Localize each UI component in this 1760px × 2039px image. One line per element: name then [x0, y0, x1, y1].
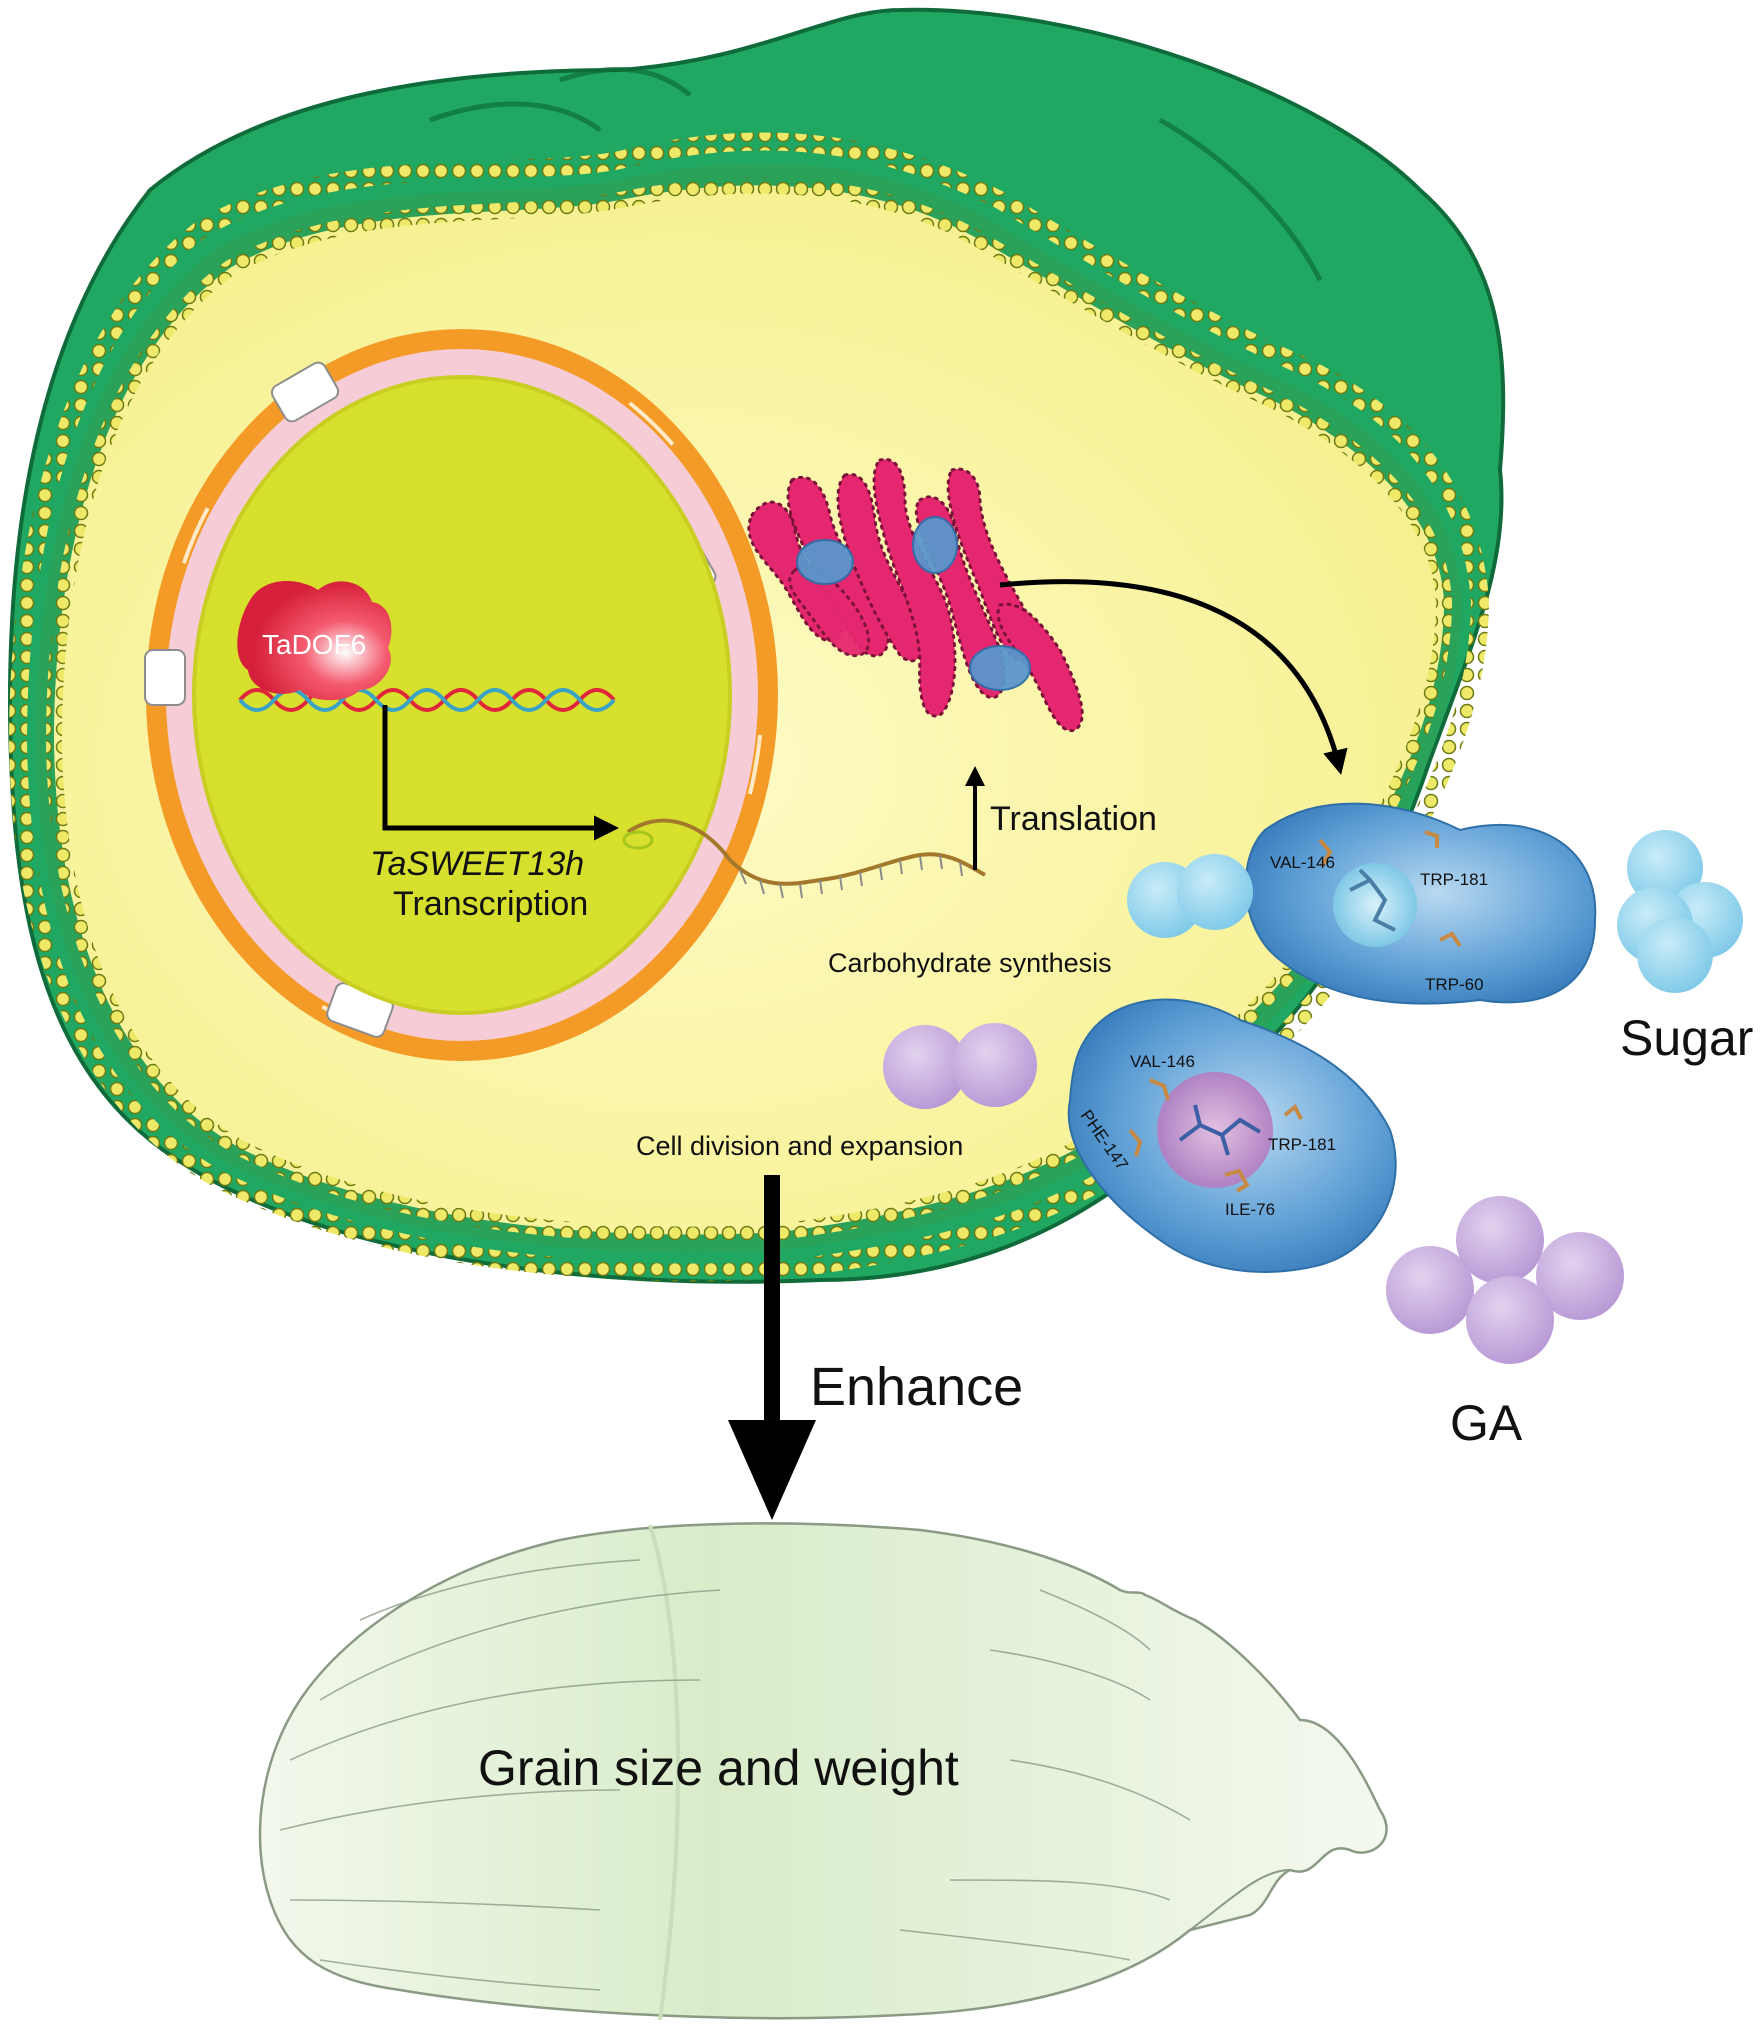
- gene-name-label: TaSWEET13h: [370, 845, 584, 883]
- sugar-transporter: [1244, 802, 1597, 1005]
- sugar-molecules-outside: [1617, 830, 1743, 993]
- sugar-site-residues: [1318, 830, 1462, 948]
- tadof6-protein: [237, 580, 392, 701]
- ga-label: GA: [1450, 1395, 1523, 1451]
- ga-residue-4: ILE-76: [1225, 1200, 1275, 1219]
- sugar-binding-pocket: [1333, 863, 1417, 947]
- ga-molecules-outside: [1386, 1196, 1624, 1364]
- ga-molecules-inside: [883, 1023, 1037, 1109]
- grain: [258, 1522, 1388, 2021]
- ga-ligand: [1178, 1104, 1262, 1156]
- sugar-residue-3: TRP-60: [1425, 975, 1484, 994]
- ga-residue-3: TRP-181: [1268, 1135, 1336, 1154]
- er-to-transporter-arrow: [999, 579, 1348, 775]
- dna-helix: [238, 688, 616, 712]
- sugar-residue-2: TRP-181: [1420, 870, 1488, 889]
- cell-division-label: Cell division and expansion: [636, 1131, 963, 1161]
- transcription-label: Transcription: [393, 885, 588, 923]
- nucleoplasm: [194, 377, 730, 1013]
- sugar-ligand: [1349, 868, 1396, 932]
- ga-site-residues: [1128, 1078, 1303, 1193]
- cell-wall-highlight: [429, 66, 1362, 472]
- endoplasmic-reticulum: [747, 457, 1084, 732]
- sugar-label: Sugar: [1620, 1010, 1753, 1066]
- mrna-strand: [622, 818, 986, 899]
- enhance-label: Enhance: [810, 1357, 1023, 1417]
- nucleoplasm-inner: [192, 375, 732, 1015]
- translation-label: Translation: [990, 800, 1157, 838]
- er-vesicles: [796, 516, 1031, 691]
- ga-residue-1: VAL-146: [1130, 1052, 1195, 1071]
- sugar-molecules-inside: [1127, 854, 1253, 938]
- transcription-arrow: [382, 705, 619, 841]
- enhance-arrow: [728, 1175, 816, 1520]
- carb-synthesis-label: Carbohydrate synthesis: [828, 948, 1112, 978]
- tadof6-label: TaDOF6: [262, 629, 366, 660]
- sugar-residue-1: VAL-146: [1270, 853, 1335, 872]
- grain-label: Grain size and weight: [478, 1740, 959, 1796]
